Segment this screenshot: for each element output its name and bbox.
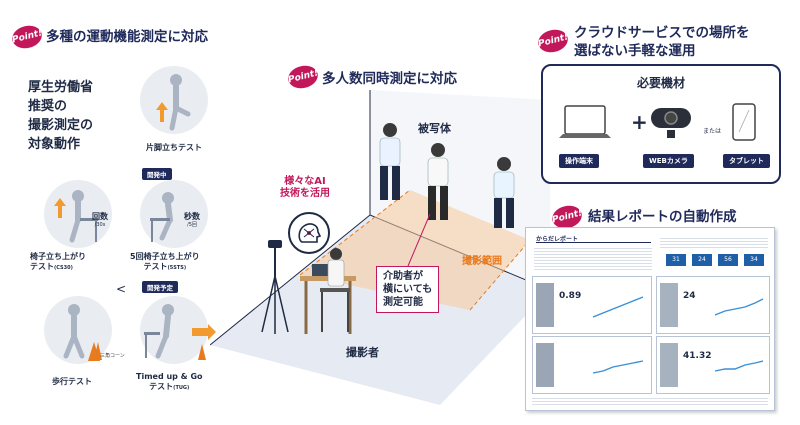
chair-stand-code: (CS30): [54, 265, 73, 271]
chair-stand-test-label: 椅子立ち上がり テスト(CS30): [30, 252, 86, 273]
heading-cloud-service: クラウドサービスでの場所を 選ばない手軽な運用: [574, 24, 750, 60]
result-trend-chart: [714, 360, 764, 372]
tug-figure-icon: [144, 304, 216, 360]
ai-label-line2: 技術を活用: [280, 188, 330, 199]
summary-chip: 31: [666, 254, 686, 266]
report-footer: [532, 396, 768, 406]
reps-unit: /30s: [94, 222, 106, 228]
tablet-icon: [732, 103, 756, 141]
ai-brain-icon: [288, 212, 330, 254]
report-title-rule: [536, 242, 651, 243]
result-photo: [660, 343, 678, 387]
summary-chip: 34: [744, 254, 764, 266]
tug-line2: テスト: [149, 382, 174, 391]
walking-test-label: 歩行テスト: [52, 377, 92, 386]
webcam-icon: [651, 108, 691, 138]
reps-count-label: 回数 /30s: [92, 212, 108, 230]
less-than-sign: <: [116, 282, 127, 296]
seconds-text: 秒数: [184, 212, 200, 221]
heading-multi-person: 多人数同時測定に対応: [322, 71, 457, 87]
subject-title-line: 対象動作: [28, 137, 81, 152]
subject-title-line: 撮影測定の: [28, 118, 94, 133]
equipment-panel: 必要機材 + または 操作端末 WEBカメラ タブレット: [541, 64, 781, 184]
subject-title: 厚生労働省 推奨の 撮影測定の 対象動作: [28, 78, 93, 154]
cone-icon: [88, 342, 100, 361]
one-leg-test-label: 片脚立ちテスト: [146, 143, 202, 152]
subjects-label: 被写体: [418, 122, 451, 135]
ai-label-line1: 様々なAI: [284, 176, 326, 187]
five-chair-line2: テスト: [143, 262, 168, 271]
result-trend-chart: [592, 296, 644, 318]
five-chair-line1: 5回椅子立ち上がり: [130, 252, 200, 261]
seconds-count-label: 秒数 /5回: [184, 212, 200, 230]
report-sheet: からだレポート 31 24 56 34 0.89 24 41.32: [525, 227, 775, 411]
heading-cloud-line2: 選ばない手軽な運用: [574, 43, 696, 59]
result-photo: [536, 343, 554, 387]
chair-stand-line1: 椅子立ち上がり: [30, 252, 86, 261]
result-value: 0.89: [559, 291, 582, 301]
result-panel: [532, 336, 652, 394]
operator-label: 撮影者: [346, 346, 379, 359]
seconds-unit: /5回: [187, 222, 197, 228]
subject-person-2: [427, 143, 449, 220]
result-panel: 41.32: [656, 336, 770, 394]
result-value: 41.32: [683, 351, 712, 361]
assistant-note-box: 介助者が 横にいても 測定可能: [376, 266, 440, 313]
note-line: 介助者が: [383, 271, 423, 282]
point-badge-3: Point!: [535, 26, 571, 56]
chair-stand-figure-icon: [54, 190, 98, 243]
webcam-label: WEBカメラ: [643, 154, 694, 168]
tablet-label: タブレット: [723, 154, 770, 168]
reps-text: 回数: [92, 212, 108, 221]
point-badge-1: Point!: [9, 22, 45, 52]
result-panel: 0.89: [532, 276, 652, 334]
result-photo: [660, 283, 678, 327]
shooting-range-label: 撮影範囲: [462, 256, 502, 267]
equipment-title: 必要機材: [636, 76, 685, 90]
walking-figure-icon: [63, 304, 102, 360]
subject-person-1: [379, 123, 401, 200]
report-text-block: [534, 246, 652, 270]
cone-label: 三角コーン: [100, 353, 125, 359]
note-line: 測定可能: [383, 297, 423, 308]
ai-label: 様々なAI 技術を活用: [280, 176, 330, 200]
heading-cloud-line1: クラウドサービスでの場所を: [574, 25, 750, 41]
laptop-label: 操作端末: [559, 154, 599, 168]
subject-person-3: [493, 157, 515, 228]
tug-line1: Timed up & Go: [136, 372, 203, 381]
report-summary-chips: 31 24 56 34: [666, 252, 766, 270]
laptop-icon: [559, 105, 611, 138]
heading-motion-tests: 多種の運動機能測定に対応: [46, 29, 208, 45]
summary-chip: 24: [692, 254, 712, 266]
five-chair-code: (5STS): [167, 265, 187, 271]
result-value: 24: [683, 291, 696, 301]
plus-sign: +: [631, 110, 648, 134]
chair-stand-line2: テスト: [30, 262, 54, 271]
callout-line: [407, 213, 431, 267]
result-trend-chart: [592, 360, 644, 374]
report-title: からだレポート: [536, 236, 579, 243]
result-trend-chart: [714, 298, 764, 316]
report-header-info: [660, 236, 768, 250]
tug-code: (TUG): [173, 385, 190, 391]
five-chair-figure-icon: [150, 192, 174, 242]
in-development-badge: 開発中: [142, 168, 172, 180]
subject-title-line: 推奨の: [28, 99, 68, 114]
heading-report: 結果レポートの自動作成: [588, 209, 737, 225]
operator-scene-illustration: [261, 240, 356, 334]
tug-test-label: Timed up & Go テスト(TUG): [136, 372, 203, 393]
summary-chip: 56: [718, 254, 738, 266]
five-chair-test-label: 5回椅子立ち上がり テスト(5STS): [130, 252, 200, 273]
planned-badge: 開発予定: [142, 281, 178, 293]
result-panel: 24: [656, 276, 770, 334]
subject-title-line: 厚生労働省: [28, 80, 94, 95]
result-photo: [536, 283, 554, 327]
one-leg-figure-icon: [156, 74, 191, 131]
room-floor-illustration: [210, 90, 550, 405]
note-line: 横にいても: [383, 284, 433, 295]
or-text: または: [703, 128, 722, 135]
